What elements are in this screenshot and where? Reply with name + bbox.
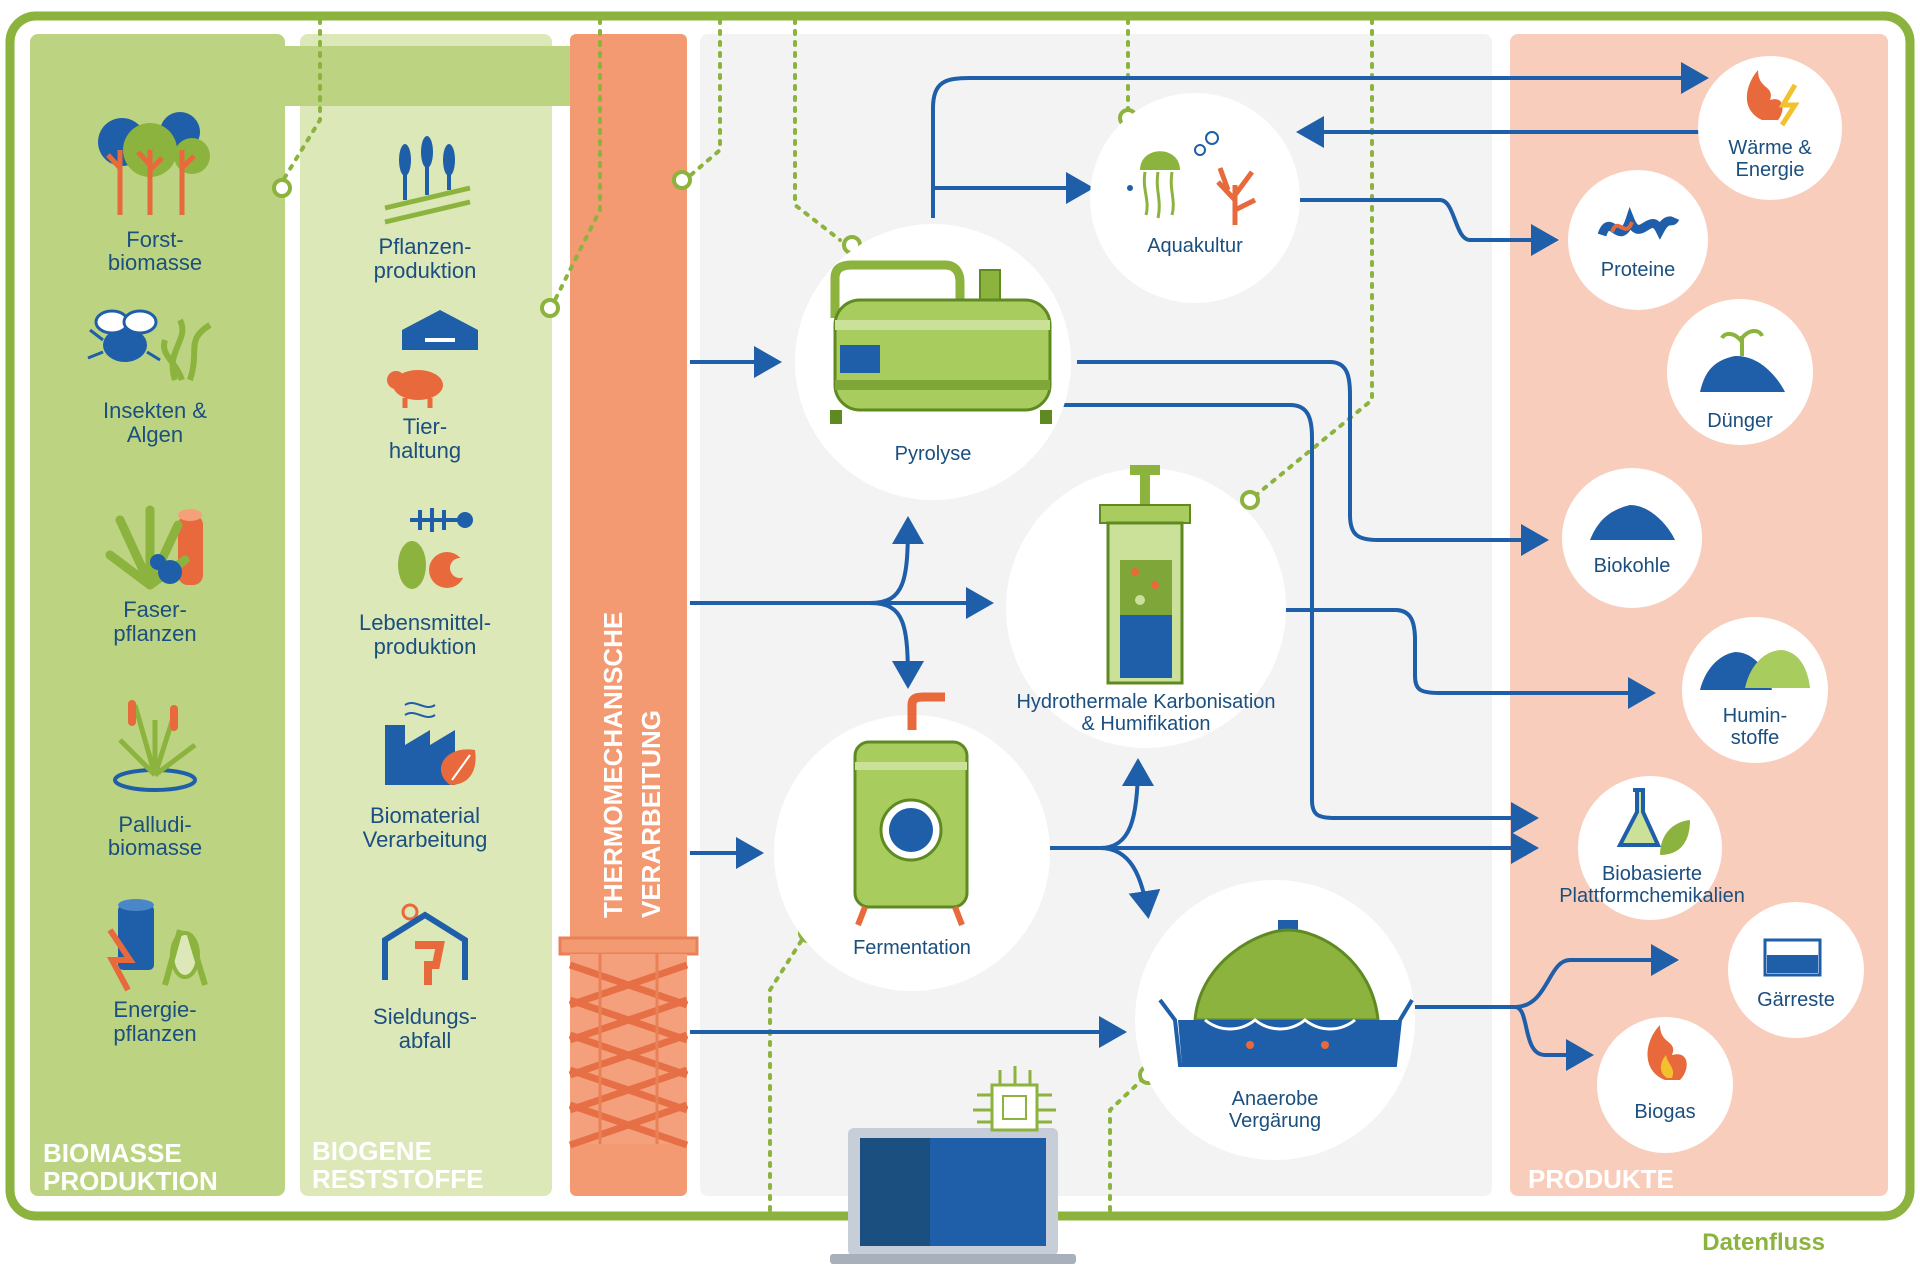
column-residues bbox=[300, 34, 552, 1196]
energy-plant-icon bbox=[107, 899, 208, 992]
food-waste-icon bbox=[398, 508, 473, 589]
product-humic-1: Humin- bbox=[1723, 705, 1787, 727]
barn-pig-icon bbox=[387, 310, 478, 408]
thermo-title-1: THERMOMECHANISCHE bbox=[598, 612, 628, 918]
residue-label-1b: produktion bbox=[374, 258, 477, 283]
anaerobic-label-1: Anaerobe bbox=[1232, 1088, 1319, 1110]
factory-icon bbox=[385, 702, 476, 785]
product-node-biogas bbox=[1597, 1017, 1733, 1153]
product-chemicals-2: Plattformchemikalien bbox=[1559, 885, 1745, 907]
residues-title-2: RESTSTOFFE bbox=[312, 1164, 483, 1194]
product-protein: Proteine bbox=[1601, 259, 1676, 281]
aquakultur-node bbox=[1090, 93, 1300, 303]
screw-press-icon bbox=[558, 936, 699, 1149]
product-node-chemicals bbox=[1578, 776, 1722, 920]
residue-label-4b: Verarbeitung bbox=[363, 827, 488, 852]
biomass-label-4b: biomasse bbox=[108, 835, 202, 860]
residue-label-2b: haltung bbox=[389, 438, 461, 463]
residue-label-5b: abfall bbox=[399, 1028, 452, 1053]
product-node-protein bbox=[1568, 170, 1708, 310]
column-biomass bbox=[30, 34, 285, 1196]
biomass-label-5b: pflanzen bbox=[113, 1021, 196, 1046]
house-waste-icon bbox=[382, 903, 468, 985]
biochar-icon bbox=[1590, 505, 1675, 540]
fertilizer-icon bbox=[1700, 329, 1785, 392]
fermenter-icon bbox=[853, 692, 969, 927]
wheat-icon bbox=[384, 136, 471, 225]
product-node-heat bbox=[1698, 56, 1842, 200]
product-heat-1: Wärme & bbox=[1728, 137, 1812, 159]
residue-label-1a: Pflanzen- bbox=[379, 234, 472, 259]
product-humic-2: stoffe bbox=[1731, 727, 1780, 749]
residue-label-5a: Sieldungs- bbox=[373, 1004, 477, 1029]
residue-label-4a: Biomaterial bbox=[370, 803, 480, 828]
flow-arrows bbox=[690, 62, 1710, 1071]
digestate-icon bbox=[1763, 938, 1822, 977]
product-fertilizer: Dünger bbox=[1707, 410, 1773, 432]
flask-leaf-icon bbox=[1616, 788, 1690, 855]
products-title: PRODUKTE bbox=[1528, 1164, 1674, 1194]
htc-label-1: Hydrothermale Karbonisation bbox=[1016, 691, 1275, 713]
column-thermo bbox=[570, 34, 687, 1196]
digester-icon bbox=[1158, 920, 1414, 1067]
pyrolysis-reactor-icon bbox=[830, 260, 1052, 424]
reed-icon bbox=[113, 700, 197, 792]
biomass-label-2b: Algen bbox=[127, 422, 183, 447]
product-digestate: Gärreste bbox=[1757, 989, 1835, 1011]
htc-label-2: & Humifikation bbox=[1082, 713, 1211, 735]
biomass-label-5a: Energie- bbox=[113, 997, 196, 1022]
datenfluss-label: Datenfluss bbox=[1702, 1229, 1825, 1256]
forest-icon bbox=[98, 112, 210, 215]
laptop-icon bbox=[830, 1128, 1076, 1264]
residue-label-2a: Tier- bbox=[403, 414, 447, 439]
anaerobic-label-2: Vergärung bbox=[1229, 1110, 1321, 1132]
jellyfish-coral-icon bbox=[1127, 131, 1257, 225]
residue-label-3a: Lebensmittel- bbox=[359, 610, 491, 635]
biomass-label-4a: Palludi- bbox=[118, 812, 191, 837]
fermentation-label: Fermentation bbox=[853, 937, 971, 959]
input-arrow bbox=[285, 46, 600, 106]
biomass-label-1b: biomasse bbox=[108, 250, 202, 275]
biomass-title-2: PRODUKTION bbox=[43, 1166, 218, 1196]
htc-reactor-icon bbox=[1099, 465, 1191, 685]
residues-title-1: BIOGENE bbox=[312, 1136, 432, 1166]
data-flow-lines bbox=[272, 18, 1374, 1212]
insect-algae-icon bbox=[87, 309, 212, 382]
chip-icon bbox=[973, 1066, 1056, 1132]
protein-icon bbox=[1597, 206, 1680, 240]
aquakultur-label: Aquakultur bbox=[1147, 235, 1243, 257]
product-heat-2: Energie bbox=[1736, 159, 1805, 181]
flame-icon bbox=[1647, 1025, 1687, 1080]
residue-label-3b: produktion bbox=[374, 634, 477, 659]
product-chemicals-1: Biobasierte bbox=[1602, 863, 1702, 885]
biomass-label-3a: Faser- bbox=[123, 597, 187, 622]
biomass-label-3b: pflanzen bbox=[113, 621, 196, 646]
product-biochar: Biokohle bbox=[1594, 555, 1671, 577]
thermo-title-2: VERARBEITUNG bbox=[636, 710, 666, 918]
pyrolyse-label: Pyrolyse bbox=[895, 443, 972, 465]
biomass-label-1a: Forst- bbox=[126, 227, 183, 252]
biomass-title-1: BIOMASSE bbox=[43, 1138, 182, 1168]
product-biogas: Biogas bbox=[1634, 1101, 1695, 1123]
fire-bolt-icon bbox=[1746, 70, 1800, 127]
biomass-label-2a: Insekten & bbox=[103, 398, 207, 423]
fiber-plant-icon bbox=[105, 505, 203, 590]
humic-icon bbox=[1700, 650, 1810, 690]
